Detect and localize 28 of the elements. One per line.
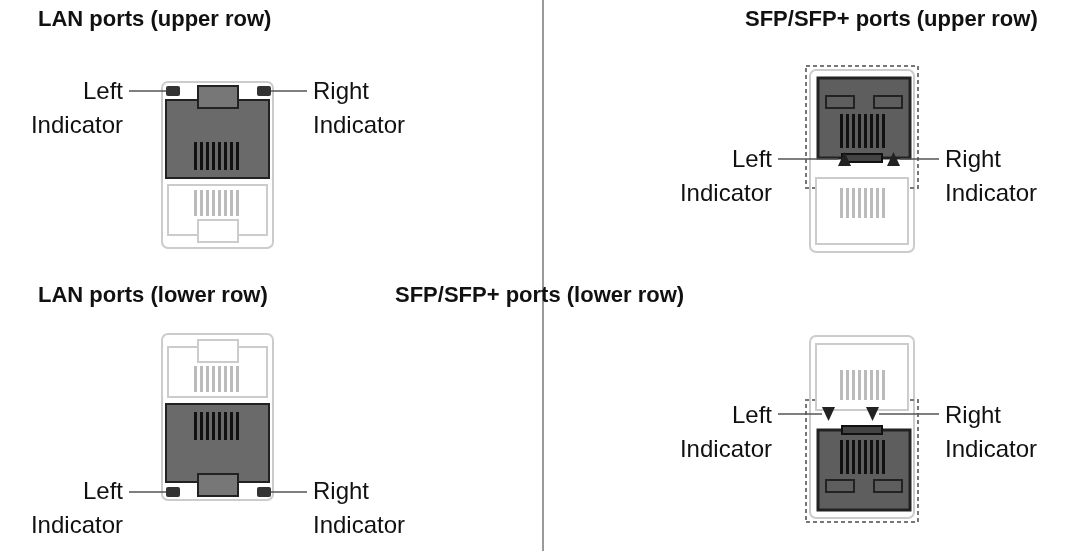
indicator-label: Right Indicator (313, 74, 443, 142)
indicator-led (257, 86, 271, 96)
leader-line (899, 158, 940, 160)
section-heading: SFP/SFP+ ports (lower row) (395, 282, 685, 308)
indicator-triangle (822, 407, 835, 421)
leader-line (270, 90, 308, 92)
leader-line (128, 491, 167, 493)
indicator-label: Right Indicator (945, 398, 1065, 466)
indicator-label: Right Indicator (313, 474, 443, 542)
indicator-label: Left Indicator (5, 474, 123, 542)
indicator-led (166, 487, 180, 497)
indicator-led (257, 487, 271, 497)
leader-line (270, 491, 308, 493)
indicator-led (166, 86, 180, 96)
section-heading: LAN ports (upper row) (38, 6, 272, 32)
leader-line (128, 90, 167, 92)
indicator-triangle (866, 407, 879, 421)
indicator-triangle (838, 152, 851, 166)
indicator-label: Left Indicator (652, 398, 772, 466)
leader-line (878, 413, 940, 415)
indicator-label: Left Indicator (5, 74, 123, 142)
indicator-triangle (887, 152, 900, 166)
leader-line (777, 158, 839, 160)
indicator-label: Left Indicator (652, 142, 772, 210)
leader-line (777, 413, 823, 415)
section-heading: LAN ports (lower row) (38, 282, 268, 308)
section-heading: SFP/SFP+ ports (upper row) (745, 6, 1038, 32)
indicator-label: Right Indicator (945, 142, 1065, 210)
